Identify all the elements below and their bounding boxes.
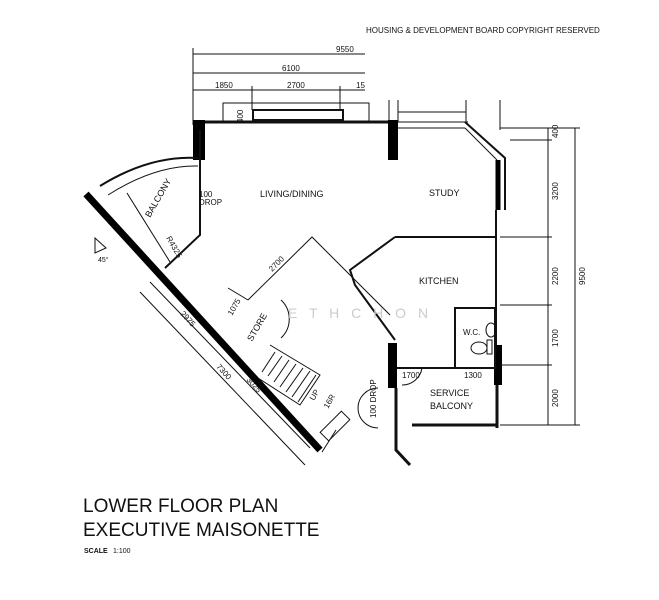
drop-note-1: 100 bbox=[199, 190, 213, 199]
drop-note-bottom: 100 DROP bbox=[369, 379, 378, 418]
right-dimensions: 400 3200 2200 1700 2000 9500 bbox=[500, 124, 587, 426]
dim-diag-1075: 1075 bbox=[226, 297, 243, 317]
walls bbox=[83, 102, 506, 467]
room-service-balcony-2: BALCONY bbox=[430, 401, 473, 411]
room-living-dining: LIVING/DINING bbox=[260, 189, 324, 199]
plan-title-line1: LOWER FLOOR PLAN bbox=[83, 496, 279, 517]
room-service-balcony-1: SERVICE bbox=[430, 388, 469, 398]
top-dimensions: 9550 6100 1850 2700 15 400 bbox=[192, 45, 501, 130]
dim-right-400: 400 bbox=[551, 124, 560, 138]
room-balcony: BALCONY bbox=[143, 177, 173, 219]
dim-1850: 1850 bbox=[215, 81, 233, 90]
dim-right-2000: 2000 bbox=[551, 389, 560, 407]
north-arrow-icon bbox=[94, 236, 107, 254]
dim-400-window: 400 bbox=[236, 109, 245, 123]
scale-label: SCALE bbox=[84, 548, 108, 555]
dim-service-1700: 1700 bbox=[402, 371, 420, 380]
dim-6100: 6100 bbox=[282, 64, 300, 73]
dim-9550: 9550 bbox=[336, 45, 354, 54]
dim-right-3200: 3200 bbox=[551, 182, 560, 200]
dim-diag-2700: 2700 bbox=[267, 254, 286, 273]
staircase bbox=[257, 344, 321, 406]
copyright-notice: HOUSING & DEVELOPMENT BOARD COPYRIGHT RE… bbox=[366, 26, 600, 35]
plan-title-line2: EXECUTIVE MAISONETTE bbox=[83, 520, 320, 541]
dim-15: 15 bbox=[356, 81, 365, 90]
dim-right-1700: 1700 bbox=[551, 329, 560, 347]
dim-right-2200: 2200 bbox=[551, 267, 560, 285]
room-study: STUDY bbox=[429, 188, 460, 198]
dim-service-1300: 1300 bbox=[464, 371, 482, 380]
stair-risers: 16R bbox=[322, 393, 337, 410]
scale-value: 1:100 bbox=[113, 548, 131, 555]
dim-right-9500: 9500 bbox=[578, 267, 587, 285]
north-angle: 45° bbox=[98, 256, 109, 264]
room-store: STORE bbox=[245, 311, 269, 343]
watermark: E T H C H O N bbox=[288, 305, 432, 321]
dim-diag-3025: 3025 bbox=[245, 375, 264, 395]
dim-2700: 2700 bbox=[287, 81, 305, 90]
radius-label: R4325 bbox=[164, 235, 184, 260]
room-kitchen: KITCHEN bbox=[419, 276, 459, 286]
drop-note-2: DROP bbox=[199, 198, 222, 207]
room-wc: W.C. bbox=[463, 328, 480, 337]
